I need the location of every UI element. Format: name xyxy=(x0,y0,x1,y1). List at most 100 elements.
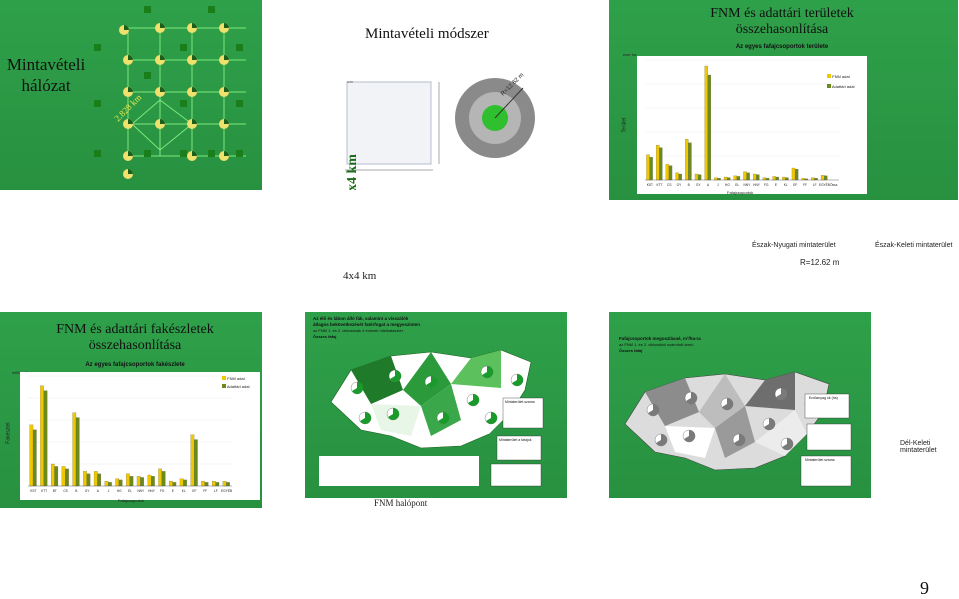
bar-adattári-adat-17 xyxy=(215,482,220,487)
slide5-legend-title: Összes fafaj xyxy=(313,334,337,339)
bar-fnm-adat-4 xyxy=(685,139,689,181)
slide4-legend-fnm: FNM adat xyxy=(222,376,245,381)
bar-fnm-adat-7 xyxy=(714,177,718,181)
bar-fnm-adat-2 xyxy=(665,164,670,181)
x-tick-label: B xyxy=(75,489,77,493)
label-4x4: 4x4 km xyxy=(343,270,377,282)
x-tick-label: NNY xyxy=(743,183,751,187)
bar-adattári-adat-0 xyxy=(649,157,653,181)
x-tick-label: LF xyxy=(813,183,817,187)
slide4-title-2: összehasonlítása xyxy=(88,338,182,353)
x-tick-label: KTT xyxy=(41,489,47,493)
bar-fnm-adat-16 xyxy=(201,481,205,487)
slide-fnm-fakeszlet[interactable]: FNM és adattári fakészletek összehasonlí… xyxy=(0,312,262,508)
x-tick-label: B xyxy=(688,183,690,187)
x-tick-label: KST xyxy=(647,183,653,187)
bar-fnm-adat-0 xyxy=(29,424,34,487)
x-tick-label: A xyxy=(707,183,710,187)
label-radius-note: R=12.62 m xyxy=(800,258,840,267)
slide5-subtitle: az FNM 1. és 2. ciklusának 4 évének hite… xyxy=(313,328,404,333)
bar-adattári-adat-11 xyxy=(756,174,760,181)
x-tick-label: E xyxy=(172,489,174,493)
bar-adattári-adat-2 xyxy=(668,165,673,181)
bar-fnm-adat-18 xyxy=(222,481,227,487)
x-tick-label: KL xyxy=(784,183,788,187)
bar-adattári-adat-18 xyxy=(226,482,230,487)
bar-fnm-adat-1 xyxy=(40,385,44,487)
slide1-title: Mintavételi hálózat xyxy=(6,55,86,95)
bar-fnm-adat-8 xyxy=(115,478,120,487)
slide3-title-2: összehasonlítása xyxy=(735,22,829,37)
x-tick-label: HG xyxy=(725,183,730,187)
bar-adattári-adat-12 xyxy=(161,471,166,487)
slide4-xaxis: Fafajcsoportok xyxy=(118,498,145,503)
slide4-title-1: FNM és adattári fakészletek xyxy=(56,322,214,337)
bar-fnm-adat-14 xyxy=(179,478,184,487)
slide6-legend-note: Erdőanyag ok (ha) xyxy=(809,396,838,400)
bar-adattári-adat-4 xyxy=(75,417,80,487)
bar-adattári-adat-4 xyxy=(688,142,692,181)
x-tick-label: LF xyxy=(214,489,218,493)
method-diagram: R=12.62 m xyxy=(345,72,535,171)
bar-adattári-adat-5 xyxy=(697,174,702,181)
hungary-map-gray xyxy=(624,371,852,487)
slide6-title: Fafajcsoportok megoszlásaé, m³/ha-ra xyxy=(619,336,701,341)
bar-adattári-adat-8 xyxy=(118,479,123,487)
x-tick-label: EL xyxy=(128,489,132,493)
x-tick-label: FF xyxy=(203,489,207,493)
x-tick-label: J xyxy=(108,489,110,493)
bar-fnm-adat-5 xyxy=(694,173,699,181)
bar-adattári-adat-13 xyxy=(775,176,779,181)
x-tick-label: FG xyxy=(160,489,165,493)
slide5-title-1: Az élő és lábon álló fák, valamint a vis… xyxy=(313,316,409,321)
slide-fnm-terulet[interactable]: FNM és adattári területek összehasonlítá… xyxy=(609,0,958,200)
slide4-legend-adattar: Adattári adat xyxy=(222,384,250,389)
x-tick-label: Össz. xyxy=(830,183,838,187)
bar-fnm-adat-3 xyxy=(675,172,679,181)
label-nw: Észak-Nyugati mintaterület xyxy=(752,242,836,249)
x-tick-label: J xyxy=(717,183,719,187)
bar-adattári-adat-9 xyxy=(736,176,741,181)
slide2-title: Mintavételi módszer xyxy=(365,26,489,42)
slide3-legend-fnm: FNM adat xyxy=(827,74,850,79)
bar-adattári-adat-10 xyxy=(140,477,144,487)
bar-fnm-adat-14 xyxy=(782,176,786,181)
bar-fnm-adat-6 xyxy=(93,471,98,487)
slide-mintaveteli-halozat[interactable]: Mintavételi hálózat xyxy=(0,0,262,190)
slide6-box-title: Mintaterület szama xyxy=(805,458,835,462)
bar-fnm-adat-1 xyxy=(656,145,660,181)
slide-map-osszes[interactable]: Az élő és lábon álló fák, valamint a vis… xyxy=(305,312,567,498)
slide4-chart-title: Az egyes fafajcsoportok fakészlete xyxy=(85,362,185,368)
bar-fnm-adat-15 xyxy=(190,434,195,487)
bar-fnm-adat-5 xyxy=(83,471,87,487)
bar-fnm-adat-18 xyxy=(820,175,825,181)
bar-adattári-adat-2 xyxy=(54,466,59,487)
bar-fnm-adat-13 xyxy=(772,176,776,181)
bar-fnm-adat-0 xyxy=(646,154,650,181)
bar-fnm-adat-10 xyxy=(743,171,747,181)
label-se: Dél-Keleti mintaterület xyxy=(900,440,937,454)
x-tick-label: HNY xyxy=(753,183,761,187)
x-tick-label: BT xyxy=(53,489,57,493)
slide6-subtitle: az FNM 1. és 2. ciklusából számított árm… xyxy=(619,342,694,347)
x-tick-label: EGYÉB xyxy=(221,488,232,493)
bar-fnm-adat-12 xyxy=(158,468,162,487)
bar-fnm-adat-16 xyxy=(801,178,805,181)
label-fnm-halopont: FNM halópont xyxy=(374,498,428,508)
bar-adattári-adat-13 xyxy=(172,482,177,487)
x-tick-label: FF xyxy=(803,183,807,187)
slide-map-fafajcsoportok[interactable]: Fafajcsoportok megoszlásaé, m³/ha-ra az … xyxy=(609,312,871,498)
bar-fnm-adat-17 xyxy=(212,481,216,487)
bar-adattári-adat-6 xyxy=(97,473,102,487)
bar-fnm-adat-9 xyxy=(126,473,130,487)
bar-adattári-adat-15 xyxy=(794,169,799,181)
bar-adattári-adat-10 xyxy=(746,172,750,181)
bar-adattári-adat-7 xyxy=(717,178,721,181)
slide3-chart-title: Az egyes fafajcsoportok területe xyxy=(735,44,829,50)
slide3-legend-adattar: Adattári adat xyxy=(827,84,855,89)
bar-adattári-adat-3 xyxy=(65,468,69,487)
slide-mintaveteli-modszer[interactable]: Mintavételi módszer R=12.62 m 4x4 km xyxy=(305,0,567,190)
x-tick-label: E xyxy=(775,183,777,187)
